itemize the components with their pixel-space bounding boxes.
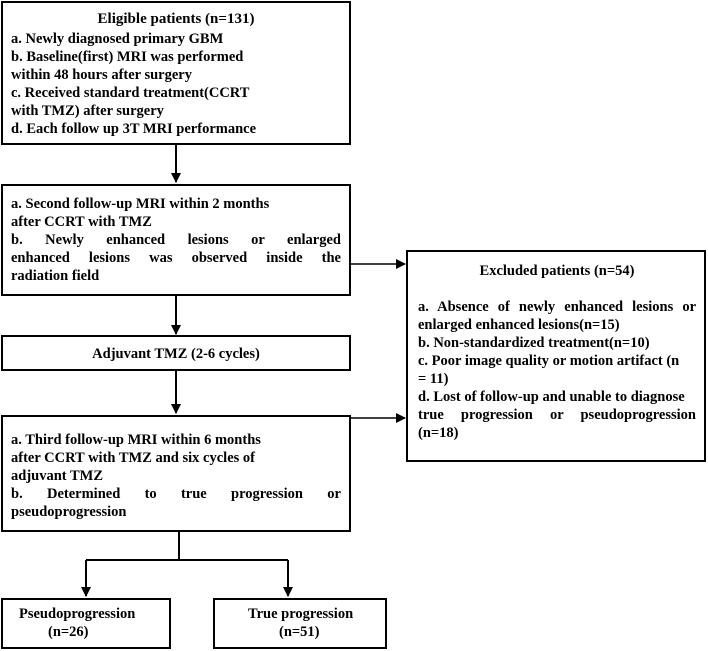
third-followup-box: a. Third follow-up MRI within 6 months a…	[1, 415, 351, 532]
excluded-line-c-cont: = 11)	[418, 371, 449, 387]
true-progression-title: True progression	[248, 606, 354, 622]
third-line-a-end: adjuvant TMZ	[11, 468, 103, 484]
excluded-line-a-cont: enlarged enhanced lesions(n=15)	[418, 317, 620, 333]
excluded-line-d-end: (n=18)	[418, 425, 459, 441]
excluded-patients-box: Excluded patients (n=54) a. Absence of n…	[406, 250, 706, 462]
pseudoprogression-box: Pseudoprogression (n=26)	[1, 598, 171, 649]
eligible-line-d: d. Each follow up 3T MRI performance	[11, 121, 257, 137]
excluded-title: Excluded patients (n=54)	[479, 263, 635, 279]
adjuvant-tmz-box: Adjuvant TMZ (2-6 cycles)	[1, 335, 351, 371]
excluded-line-b: b. Non-standardized treatment(n=10)	[418, 335, 650, 351]
true-progression-box: True progression (n=51)	[213, 598, 387, 649]
third-line-b: b. Determined to true progression or	[11, 486, 341, 502]
pseudoprogression-title: Pseudoprogression	[19, 606, 136, 622]
third-line-b-cont: pseudoprogression	[11, 504, 127, 520]
third-line-a: a. Third follow-up MRI within 6 months	[11, 432, 261, 448]
eligible-line-c: c. Received standard treatment(CCRT	[11, 85, 250, 101]
second-followup-box: a. Second follow-up MRI within 2 months …	[1, 184, 351, 296]
excluded-line-c: c. Poor image quality or motion artifact…	[418, 353, 680, 369]
excluded-line-d: d. Lost of follow-up and unable to diagn…	[418, 389, 685, 405]
pseudoprogression-count: (n=26)	[48, 624, 89, 640]
excluded-line-a: a. Absence of newly enhanced lesions or	[418, 299, 696, 315]
second-line-b-end: radiation field	[11, 268, 100, 284]
eligible-patients-box: Eligible patients (n=131) a. Newly diagn…	[1, 1, 351, 145]
excluded-line-d-cont: true progression or pseudoprogression	[418, 407, 696, 423]
eligible-title: Eligible patients (n=131)	[97, 11, 255, 27]
eligible-line-b-cont: within 48 hours after surgery	[11, 67, 192, 83]
adjuvant-title: Adjuvant TMZ (2-6 cycles)	[92, 346, 260, 362]
second-line-b-cont: enhanced lesions was observed inside the	[11, 250, 341, 266]
third-line-a-cont: after CCRT with TMZ and six cycles of	[11, 450, 255, 466]
second-line-a-cont: after CCRT with TMZ	[11, 214, 152, 230]
true-progression-count: (n=51)	[279, 624, 320, 640]
second-line-b: b. Newly enhanced lesions or enlarged	[11, 232, 341, 248]
eligible-line-c-cont: with TMZ) after surgery	[11, 103, 164, 119]
second-line-a: a. Second follow-up MRI within 2 months	[11, 196, 270, 212]
eligible-line-a: a. Newly diagnosed primary GBM	[11, 31, 224, 47]
eligible-line-b: b. Baseline(first) MRI was performed	[11, 49, 244, 65]
